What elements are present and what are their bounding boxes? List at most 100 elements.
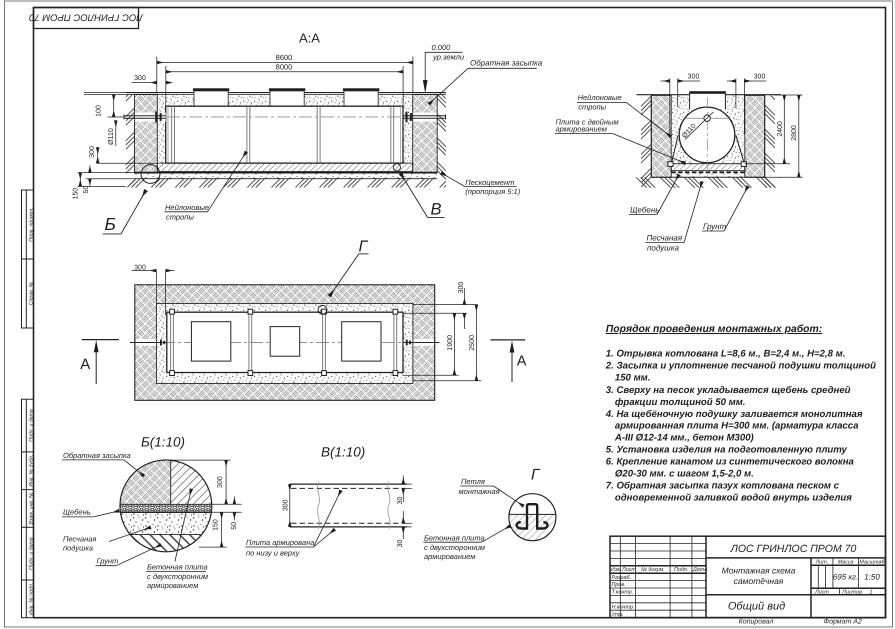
svg-text:100: 100 — [96, 105, 103, 117]
svg-text:5. Установка изделия на подго: 5. Установка изделия на подготовленную п… — [606, 445, 848, 456]
svg-text:А: А — [517, 354, 527, 370]
svg-text:А: А — [80, 356, 90, 373]
svg-text:Утв.: Утв. — [611, 612, 624, 618]
svg-text:армированием: армированием — [556, 125, 607, 134]
svg-text:2500: 2500 — [469, 335, 476, 351]
svg-text:1900: 1900 — [447, 335, 454, 351]
svg-text:Плита с двойным: Плита с двойным — [556, 117, 619, 126]
svg-text:Грунт: Грунт — [703, 222, 727, 231]
svg-text:300: 300 — [754, 74, 766, 81]
svg-text:Подп.: Подп. — [674, 567, 688, 573]
svg-text:50: 50 — [231, 522, 238, 530]
svg-text:подушка: подушка — [63, 544, 93, 553]
svg-text:Песчаная: Песчаная — [647, 234, 683, 243]
svg-text:армированием: армированием — [147, 581, 198, 590]
svg-text:Инв. № подл.: Инв. № подл. — [29, 583, 35, 615]
svg-text:3. Сверху на песок укладывает: 3. Сверху на песок укладывается щебень с… — [606, 385, 851, 396]
svg-text:300: 300 — [458, 282, 465, 294]
svg-text:Бетонная плита: Бетонная плита — [424, 533, 485, 542]
svg-text:8000: 8000 — [276, 62, 293, 71]
svg-text:Масса: Масса — [838, 560, 854, 566]
svg-text:Масштаб: Масштаб — [859, 560, 885, 566]
svg-text:300: 300 — [134, 264, 146, 271]
svg-text:Нейлоновые: Нейлоновые — [165, 203, 209, 212]
svg-text:подушка: подушка — [647, 243, 680, 252]
svg-text:Песчаная: Песчаная — [63, 535, 96, 544]
svg-text:Обратная засыпка: Обратная засыпка — [470, 59, 543, 68]
svg-text:30: 30 — [397, 540, 404, 548]
svg-text:ур.земли: ур.земли — [432, 52, 465, 61]
svg-text:армированная плита Н=300 мм. (: армированная плита Н=300 мм. (арматура к… — [615, 421, 859, 432]
svg-text:Г: Г — [531, 467, 541, 484]
svg-text:Общий вид: Общий вид — [728, 601, 785, 613]
svg-text:(пропорция 5:1): (пропорция 5:1) — [465, 187, 520, 196]
svg-text:2. Засыпка и уплотнение песча: 2. Засыпка и уплотнение песчаной подушки… — [605, 361, 876, 372]
svg-text:фракции толщиной 50 мм.: фракции толщиной 50 мм. — [615, 397, 746, 408]
svg-text:Формат А2: Формат А2 — [824, 619, 862, 626]
svg-text:695 кг.: 695 кг. — [833, 573, 859, 582]
svg-text:№ докум.: № докум. — [641, 567, 665, 573]
svg-text:монтажная: монтажная — [459, 487, 500, 496]
svg-text:Лит.: Лит. — [815, 560, 829, 566]
svg-text:Перв. примен.: Перв. примен. — [29, 207, 35, 241]
svg-text:Инв. № дубл.: Инв. № дубл. — [29, 455, 35, 487]
svg-text:по низу и верху: по низу и верху — [246, 548, 301, 557]
svg-text:1: 1 — [870, 589, 873, 595]
svg-text:Лист: Лист — [621, 567, 636, 573]
svg-text:Щебень: Щебень — [630, 206, 659, 215]
svg-text:Лист: Лист — [814, 589, 829, 595]
svg-text:Пров.: Пров. — [612, 582, 626, 588]
svg-text:с двухсторонним: с двухсторонним — [147, 572, 208, 581]
svg-text:Подп. и дата: Подп. и дата — [29, 537, 35, 570]
svg-text:Грунт: Грунт — [97, 557, 119, 566]
svg-text:Г: Г — [359, 239, 369, 256]
svg-text:Порядок проведения монтажных р: Порядок проведения монтажных работ: — [606, 324, 822, 335]
svg-text:6. Крепление канатом из синте: 6. Крепление канатом из синтетического в… — [606, 457, 855, 468]
svg-text:Разраб.: Разраб. — [612, 575, 632, 581]
svg-text:с двухсторонним: с двухсторонним — [424, 543, 485, 552]
svg-text:одновременной заливкой водой в: одновременной заливкой водой внутрь изде… — [615, 492, 852, 503]
svg-text:1:50: 1:50 — [864, 573, 880, 582]
svg-text:300: 300 — [688, 74, 700, 81]
svg-text:самотёчная: самотёчная — [734, 576, 784, 586]
svg-text:армированием: армированием — [424, 552, 475, 561]
svg-text:1. Отрывка котлована L=8,6 м.: 1. Отрывка котлована L=8,6 м., B=2,4 м.,… — [606, 349, 846, 360]
svg-text:Листов: Листов — [841, 589, 862, 595]
svg-text:150 мм.: 150 мм. — [615, 372, 651, 383]
svg-text:А:А: А:А — [299, 31, 320, 46]
svg-text:Монтажная схема: Монтажная схема — [722, 566, 796, 576]
svg-text:Бетонная плита: Бетонная плита — [147, 563, 208, 572]
svg-text:Копировал: Копировал — [739, 619, 774, 626]
svg-text:В: В — [431, 201, 442, 219]
svg-text:Нейлоновые: Нейлоновые — [578, 93, 622, 102]
svg-text:Петля: Петля — [461, 477, 485, 486]
svg-text:ЛОС ГРИНЛОС ПРОМ 70: ЛОС ГРИНЛОС ПРОМ 70 — [730, 543, 857, 555]
svg-text:Взам. инв. №: Взам. инв. № — [29, 492, 35, 524]
svg-text:300: 300 — [217, 476, 224, 488]
svg-text:0.000: 0.000 — [432, 43, 452, 52]
svg-text:150: 150 — [73, 188, 80, 200]
svg-text:В(1:10): В(1:10) — [321, 445, 365, 460]
svg-text:Ø20-30 мм. с шагом 1,5-2,0 м.: Ø20-30 мм. с шагом 1,5-2,0 м. — [615, 468, 754, 479]
svg-text:50: 50 — [83, 186, 90, 194]
svg-text:Подп. и дата: Подп. и дата — [29, 409, 35, 442]
svg-text:Плита армирована: Плита армирована — [246, 538, 314, 547]
svg-text:300: 300 — [89, 146, 96, 158]
svg-text:300: 300 — [134, 75, 146, 82]
svg-text:4. На щебёночную подушку зали: 4. На щебёночную подушку заливается моно… — [605, 409, 863, 420]
svg-text:Щебень: Щебень — [63, 508, 91, 517]
svg-text:Дата: Дата — [692, 567, 707, 573]
svg-text:Б(1:10): Б(1:10) — [141, 435, 185, 450]
svg-text:А-III Ø12-14 мм., бетон М300): А-III Ø12-14 мм., бетон М300) — [614, 433, 754, 444]
svg-text:ЛОС ГРИНЛОС ПРОМ 70: ЛОС ГРИНЛОС ПРОМ 70 — [28, 11, 143, 22]
svg-text:2800: 2800 — [791, 125, 798, 141]
svg-text:2400: 2400 — [777, 121, 784, 137]
svg-text:Изм: Изм — [611, 567, 621, 573]
svg-text:Н.контр.: Н.контр. — [612, 604, 635, 610]
svg-text:150: 150 — [213, 519, 220, 531]
svg-text:Справ. №: Справ. № — [29, 281, 35, 305]
svg-text:Обратная засыпка: Обратная засыпка — [63, 451, 131, 460]
svg-text:стропы: стропы — [166, 212, 194, 221]
svg-text:Ø110: Ø110 — [107, 128, 115, 145]
svg-text:Пескоцемент: Пескоцемент — [465, 178, 514, 187]
